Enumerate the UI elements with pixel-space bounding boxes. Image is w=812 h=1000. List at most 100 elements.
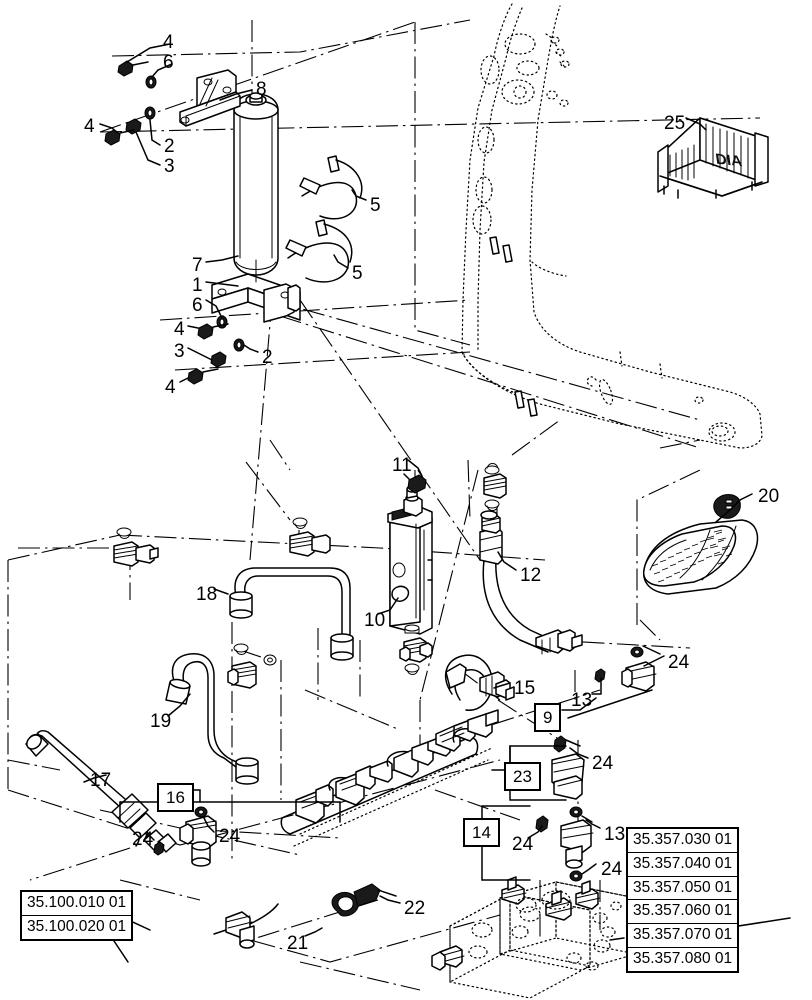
callout-15: 15 [514,678,536,699]
callout-13-b: 13 [604,824,626,845]
callout-24-e: 24 [512,834,534,855]
callout-1: 1 [192,275,203,296]
callout-2-b: 2 [262,347,273,368]
bolt-4-a [117,60,149,77]
elbow-fitting-23 [551,735,585,800]
callout-25: 25 [664,113,686,134]
crate-label-text: DIA [714,150,744,171]
boxed-callout-9: 9 [534,703,562,732]
callout-21: 21 [287,933,309,954]
callout-20: 20 [758,486,780,507]
callout-22: 22 [404,898,426,919]
reference-table-lower-right: 35.357.030 01 35.357.040 01 35.357.050 0… [626,827,740,973]
plug-11 [403,473,427,494]
callout-12: 12 [520,565,542,586]
accumulator-assembly [233,92,279,276]
spacer-2-a [144,106,156,120]
callout-2-a: 2 [164,136,175,157]
cartridge-c [575,880,601,910]
rail-fitting-b [335,760,393,806]
reference-table-lower-left: 35.100.010 01 35.100.020 01 [20,890,134,941]
part-number-row: 35.357.080 01 [633,950,733,968]
clip-24-a [194,806,208,818]
callout-6-b: 6 [192,295,203,316]
boxed-callout-16: 16 [157,783,194,812]
machine-frame-phantom [461,3,763,449]
valve-block [431,876,791,999]
clip-24-f [630,646,644,658]
callout-24-c: 24 [132,829,154,850]
fitting-right-24 [621,645,661,692]
clip-24-b [153,841,165,856]
hose-loop-5-upper [299,155,363,220]
callout-17: 17 [90,770,112,791]
callout-4-b: 4 [84,116,95,137]
part-number-row: 35.357.050 01 [628,877,738,901]
callout-10: 10 [364,610,386,631]
part-number-row: 35.100.010 01 [22,892,132,916]
callout-8: 8 [256,79,267,100]
construction-centerlines [7,19,761,991]
callout-18: 18 [196,584,218,605]
washer-13-b [591,668,606,695]
boxed-callout-23: 23 [504,762,541,791]
callout-5-a: 5 [370,195,381,216]
part-number-row: 35.357.060 01 [628,900,738,925]
bracket-fasteners [104,60,245,385]
callout-19: 19 [150,711,172,732]
spacer-2-b [233,338,245,352]
shipping-crate-25 [657,117,769,199]
callout-13-a: 13 [571,690,593,711]
fitting-above-12 [483,463,507,511]
bolt-4-d [187,368,219,385]
part-22 [331,883,397,917]
callout-4-d: 4 [165,377,176,398]
upper-bracket-8 [179,69,241,127]
callout-24-b: 24 [592,753,614,774]
cartridge-a [501,876,527,905]
boxed-callout-14: 14 [463,818,500,847]
callout-3-b: 3 [174,341,185,362]
callout-24-f: 24 [601,859,623,880]
callout-24-a: 24 [668,652,690,673]
fitting-below-valve [404,624,420,634]
elbow-fitting-14 [535,806,594,882]
part-21 [213,903,279,949]
fitting-left-a [113,527,159,567]
fitting-stack-below [399,637,433,675]
fitting-left-b [289,517,331,557]
hose-loop-15 [444,654,515,711]
callout-7: 7 [192,255,203,276]
callout-24-d: 24 [219,826,241,847]
washer-13-a [569,806,583,818]
tube-19 [165,653,259,785]
lower-bracket-1 [211,259,301,323]
callout-4-c: 4 [174,319,185,340]
hose-loop-5-lower [285,219,353,283]
elbow-fitting-16 [153,806,217,867]
clip-24-c [553,735,581,753]
fitting-under-18 [227,643,277,689]
rail-fitting-a [295,784,334,824]
callout-5-b: 5 [352,263,363,284]
part-number-row: 35.357.040 01 [628,853,738,877]
part-number-row: 35.357.030 01 [628,829,738,853]
valveblock-inlet [431,945,465,971]
manifold-rail [280,709,499,847]
control-valve-10 [387,473,433,675]
tread-plate-20 [642,494,759,595]
callout-3-a: 3 [164,156,175,177]
cartridge-b [545,890,574,921]
nut-3-b [210,351,227,368]
clip-24-e [569,870,583,882]
tube-18 [229,567,354,661]
part-number-row: 35.100.020 01 [27,917,127,935]
callout-6-a: 6 [163,52,174,73]
hose-12 [479,463,583,655]
washer-6-a [145,75,157,89]
hose-17 [25,729,177,855]
callout-11: 11 [392,455,412,476]
part-number-row: 35.357.070 01 [628,924,738,949]
